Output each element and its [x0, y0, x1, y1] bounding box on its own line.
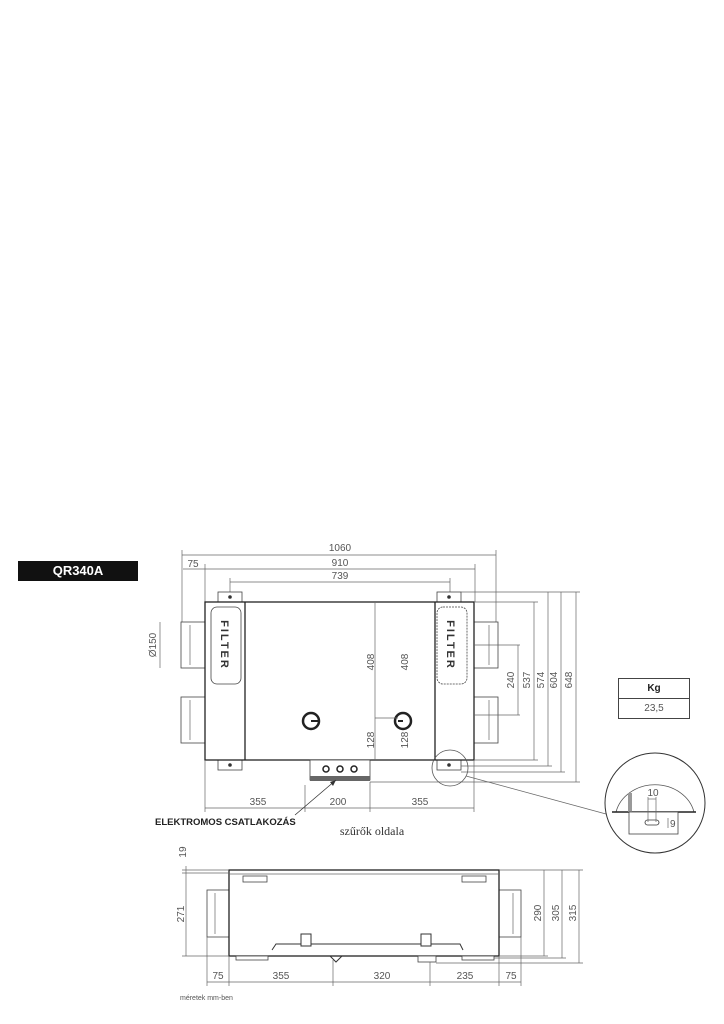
dim-75-left: 75: [212, 971, 224, 982]
dim-75: 75: [187, 559, 199, 570]
dim-315: 315: [568, 904, 579, 921]
dim-271: 271: [176, 905, 187, 922]
dim-19: 19: [178, 846, 189, 858]
dim-200: 200: [330, 797, 347, 808]
dim-128-a: 128: [366, 731, 377, 748]
dim-128-b: 128: [400, 731, 411, 748]
filter-label-right: FILTER: [444, 620, 456, 670]
weight-value: 23,5: [618, 698, 690, 719]
electric-connection-label: ELEKTROMOS CSATLAKOZÁS: [155, 817, 296, 828]
dim-408-a: 408: [366, 653, 377, 670]
dim-574: 574: [536, 671, 547, 688]
top-view: 1060 910 75 739 Ø150 FILTER FILTER: [148, 543, 607, 838]
dim-75-right: 75: [505, 971, 517, 982]
weight-table: Kg 23,5: [618, 678, 690, 719]
dim-648: 648: [564, 671, 575, 688]
dim-604: 604: [549, 671, 560, 688]
filter-side-caption: szűrők oldala: [340, 824, 405, 838]
dim-305: 305: [551, 904, 562, 921]
detail-view: 10 9: [604, 752, 706, 854]
dim-355-right: 355: [412, 797, 429, 808]
dim-9: 9: [670, 819, 676, 830]
dim-355-left: 355: [250, 797, 267, 808]
dim-408-b: 408: [400, 653, 411, 670]
dim-739: 739: [332, 571, 349, 582]
side-view: 19 271 290 305 315 75 355 320 235 75 mér…: [176, 846, 583, 1002]
model-label: QR340A: [18, 561, 138, 581]
dim-320: 320: [374, 971, 391, 982]
knob-icon: [393, 711, 413, 731]
dim-355: 355: [273, 971, 290, 982]
knob-icon: [301, 711, 321, 731]
dim-240: 240: [506, 671, 517, 688]
dim-910: 910: [332, 558, 349, 569]
dim-235: 235: [457, 971, 474, 982]
dim-duct-diameter: Ø150: [148, 632, 159, 657]
dim-1060: 1060: [329, 543, 352, 554]
units-note: méretek mm-ben: [180, 995, 233, 1002]
dim-10: 10: [647, 788, 659, 799]
filter-label-left: FILTER: [218, 620, 230, 670]
dim-537: 537: [522, 671, 533, 688]
dim-290: 290: [533, 904, 544, 921]
